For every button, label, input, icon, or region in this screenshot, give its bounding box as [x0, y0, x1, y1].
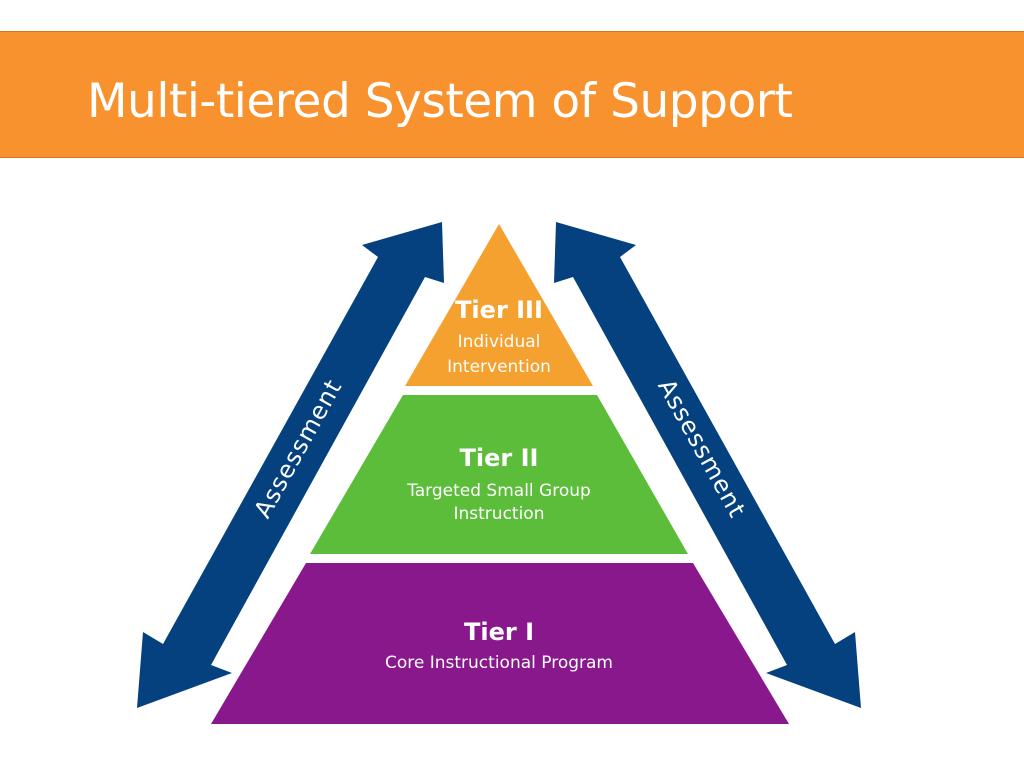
tier-3-desc-line-1: Individual: [458, 332, 541, 352]
tier-2-desc-line-1: Targeted Small Group: [406, 481, 591, 501]
tier-2: Tier II Targeted Small Group Instruction: [310, 395, 688, 554]
title-bar: Multi-tiered System of Support: [0, 31, 1024, 158]
slide-title: Multi-tiered System of Support: [87, 74, 793, 129]
tier-2-desc-line-2: Instruction: [454, 504, 545, 524]
tier-1-desc-line-1: Core Instructional Program: [385, 653, 613, 673]
tier-1-shape: [211, 563, 789, 724]
tier-3: Tier III Individual Intervention: [405, 224, 593, 386]
left-arrow-shape: [137, 222, 444, 708]
tier-2-shape: [310, 395, 688, 554]
right-arrow-shape: [554, 222, 861, 708]
tier-1: Tier I Core Instructional Program: [211, 563, 789, 724]
tier-3-shape: [405, 224, 593, 386]
tier-3-name: Tier III: [455, 296, 543, 324]
tier-2-name: Tier II: [460, 444, 539, 472]
tier-1-name: Tier I: [464, 618, 534, 646]
tier-3-desc-line-2: Intervention: [447, 357, 551, 377]
